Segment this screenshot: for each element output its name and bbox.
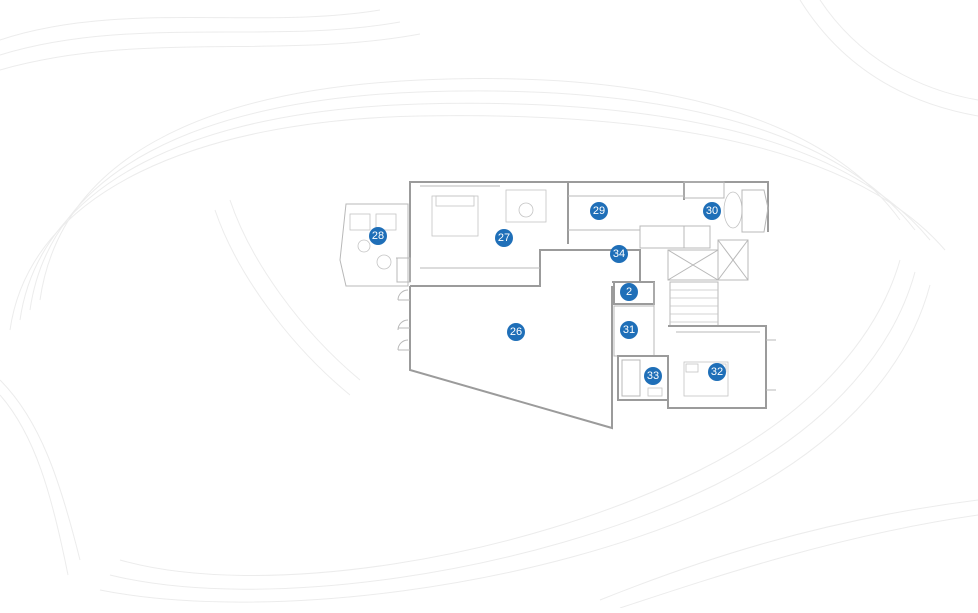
room-marker-31[interactable]: 31 [620,321,638,339]
room-marker-29[interactable]: 29 [590,202,608,220]
room-marker-28[interactable]: 28 [369,227,387,245]
room-marker-2[interactable]: 2 [620,283,638,301]
room-marker-27[interactable]: 27 [495,229,513,247]
room-marker-26[interactable]: 26 [507,323,525,341]
floor-plan-walls [339,181,776,430]
room-marker-30[interactable]: 30 [703,202,721,220]
room-marker-32[interactable]: 32 [708,363,726,381]
room-marker-34[interactable]: 34 [610,245,628,263]
room-marker-33[interactable]: 33 [644,367,662,385]
